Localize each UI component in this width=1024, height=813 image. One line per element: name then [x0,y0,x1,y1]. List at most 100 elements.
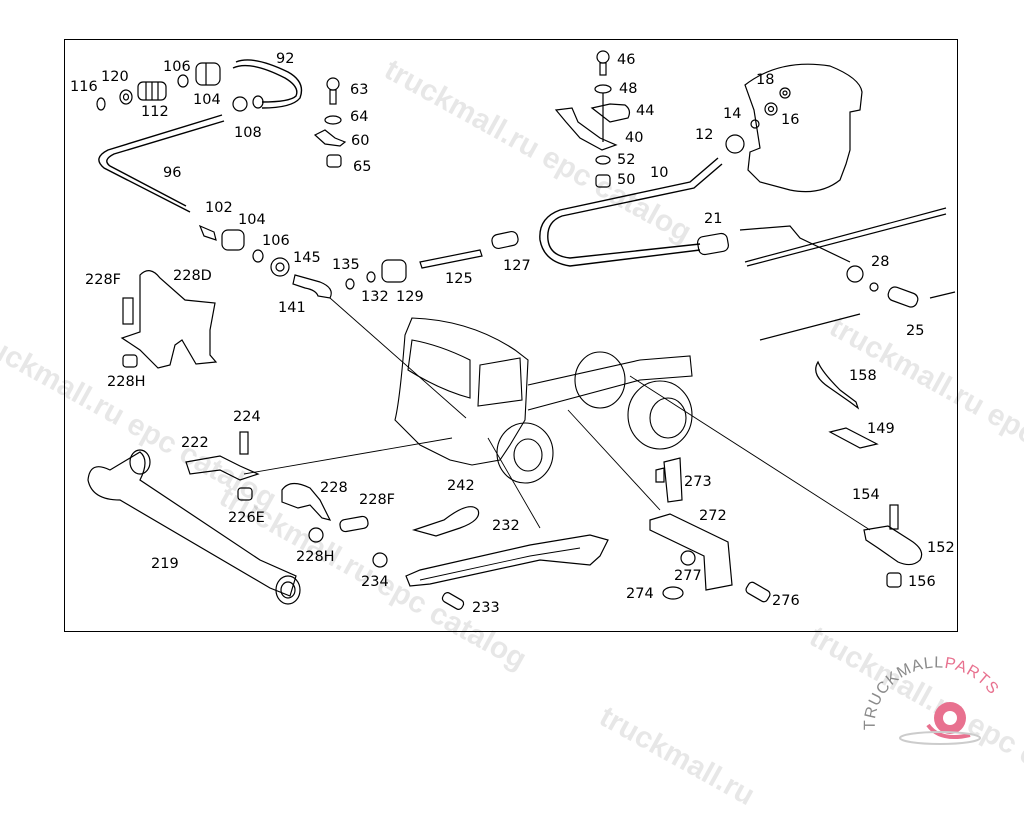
callout-228F[interactable]: 228F [359,492,396,508]
screw-63 [326,77,340,91]
callout-276[interactable]: 276 [772,593,800,609]
nut-50 [595,174,611,188]
callout-25[interactable]: 25 [906,323,925,339]
bracket-40 [554,107,618,151]
callout-132[interactable]: 132 [361,289,389,305]
part-14 [750,119,760,129]
callout-129[interactable]: 129 [396,289,424,305]
part-132 [366,271,376,283]
part-108 [232,96,248,112]
callout-92[interactable]: 92 [276,51,295,67]
callout-234[interactable]: 234 [361,574,389,590]
callout-135[interactable]: 135 [332,257,360,273]
callout-12[interactable]: 12 [695,127,714,143]
callout-226E[interactable]: 226E [228,510,265,526]
pipe-125 [419,249,483,269]
callout-228D[interactable]: 228D [173,268,212,284]
callout-60[interactable]: 60 [351,133,370,149]
bolt-276 [745,581,771,603]
callout-228H[interactable]: 228H [296,549,335,565]
clip-60 [313,129,347,147]
callout-116[interactable]: 116 [70,79,98,95]
callout-64[interactable]: 64 [350,109,369,125]
callout-63[interactable]: 63 [350,82,369,98]
callout-102[interactable]: 102 [205,200,233,216]
callout-125[interactable]: 125 [445,271,473,287]
callout-10[interactable]: 10 [650,165,669,181]
logo-word-parts: PARTS [943,655,1002,698]
washer-52 [595,155,611,165]
callout-112[interactable]: 112 [141,104,169,120]
callout-108[interactable]: 108 [234,125,262,141]
tee-273 [663,457,683,503]
bolt-228F [122,297,134,325]
bolt-224 [239,431,249,455]
callout-242[interactable]: 242 [447,478,475,494]
part-104 [195,62,221,86]
callout-14[interactable]: 14 [723,106,742,122]
nut-234 [372,552,388,568]
callout-48[interactable]: 48 [619,81,638,97]
bracket-232 [405,534,609,587]
nut-277 [680,550,696,566]
plate-149 [828,427,879,449]
screw-46 [596,50,610,64]
callout-65[interactable]: 65 [353,159,372,175]
callout-120[interactable]: 120 [101,69,129,85]
callout-274[interactable]: 274 [626,586,654,602]
callout-277[interactable]: 277 [674,568,702,584]
part-106b [252,249,264,263]
cable-tie-242 [411,506,480,537]
bracket-222 [185,455,260,481]
bolt-233 [441,592,465,610]
callout-222[interactable]: 222 [181,435,209,451]
callout-154[interactable]: 154 [852,487,880,503]
callout-224[interactable]: 224 [233,409,261,425]
part-18 [779,87,791,99]
callout-28[interactable]: 28 [871,254,890,270]
nut-12 [725,134,745,154]
callout-16[interactable]: 16 [781,112,800,128]
callout-18[interactable]: 18 [756,72,775,88]
callout-156[interactable]: 156 [908,574,936,590]
callout-228H[interactable]: 228H [107,374,146,390]
callout-46[interactable]: 46 [617,52,636,68]
callout-158[interactable]: 158 [849,368,877,384]
washer-48 [594,84,612,94]
callout-104[interactable]: 104 [193,92,221,108]
callout-233[interactable]: 233 [472,600,500,616]
callout-44[interactable]: 44 [636,103,655,119]
callout-52[interactable]: 52 [617,152,636,168]
callout-21[interactable]: 21 [704,211,723,227]
callout-152[interactable]: 152 [927,540,955,556]
callout-272[interactable]: 272 [699,508,727,524]
bolt-228F-b [339,515,369,533]
callout-149[interactable]: 149 [867,421,895,437]
callout-50[interactable]: 50 [617,172,636,188]
truckmall-parts-logo: TRUCKMALLPARTS [862,654,1002,745]
bolt-154 [889,504,899,530]
part-120 [119,89,133,105]
callout-141[interactable]: 141 [278,300,306,316]
callout-127[interactable]: 127 [503,258,531,274]
nut-226E [237,487,253,501]
callout-228[interactable]: 228 [320,480,348,496]
bolt-25 [887,286,919,308]
callout-104[interactable]: 104 [238,212,266,228]
callout-232[interactable]: 232 [492,518,520,534]
truck-outline [394,317,693,484]
callout-145[interactable]: 145 [293,250,321,266]
callout-219[interactable]: 219 [151,556,179,572]
callout-228F[interactable]: 228F [85,272,122,288]
callout-273[interactable]: 273 [684,474,712,490]
callout-96[interactable]: 96 [163,165,182,181]
callout-40[interactable]: 40 [625,130,644,146]
callout-106[interactable]: 106 [262,233,290,249]
part-104b [221,229,245,251]
nut-274 [662,586,684,600]
callout-106[interactable]: 106 [163,59,191,75]
part-129 [381,259,407,283]
part-16 [764,102,778,116]
cable-tie-158 [815,360,860,410]
clip-44 [590,103,631,123]
